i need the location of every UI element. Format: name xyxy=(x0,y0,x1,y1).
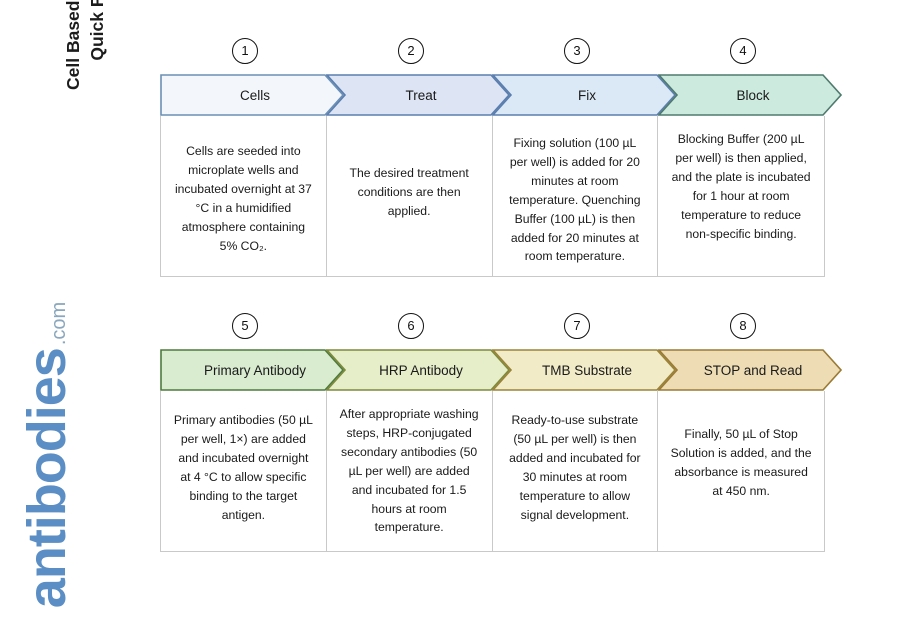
chevron-label-step-4: Block xyxy=(736,87,770,103)
chevron-band-row-1: Cells Treat Fix Block xyxy=(160,74,842,116)
chevron-shape-icon xyxy=(492,349,676,391)
brand-logo-word: antibodies xyxy=(17,348,77,609)
page-title-line-2: Quick Protocol xyxy=(86,0,110,90)
description-cell-step-5: Primary antibodies (50 µL per well, 1×) … xyxy=(161,391,327,551)
description-cell-step-2: The desired treatment conditions are the… xyxy=(327,116,493,276)
chevron-label-step-7: TMB Substrate xyxy=(541,362,633,378)
chevron-step-7[interactable]: TMB Substrate xyxy=(492,349,676,391)
chevron-step-8[interactable]: STOP and Read xyxy=(658,349,842,391)
description-text-step-7: Ready-to-use substrate (50 µL per well) … xyxy=(509,413,641,522)
description-cell-step-4: Blocking Buffer (200 µL per well) is the… xyxy=(658,116,824,276)
description-text-step-3: Fixing solution (100 µL per well) is add… xyxy=(509,136,641,264)
chevron-label-step-1: Cells xyxy=(239,87,270,103)
brand-logo: antibodies .com xyxy=(17,290,100,620)
step-badge-4: 4 xyxy=(730,38,756,64)
chevron-step-4[interactable]: Block xyxy=(658,74,842,116)
chevron-label-step-3: Fix xyxy=(578,87,596,103)
description-text-step-2: The desired treatment conditions are the… xyxy=(349,166,469,218)
step-badge-1: 1 xyxy=(232,38,258,64)
description-cell-step-7: Ready-to-use substrate (50 µL per well) … xyxy=(493,391,659,551)
chevron-shape-icon xyxy=(326,74,510,116)
chevron-shape-icon xyxy=(492,74,676,116)
chevron-shape-icon xyxy=(326,349,510,391)
description-text-step-6: After appropriate washing steps, HRP-con… xyxy=(339,407,479,535)
description-text-step-1: Cells are seeded into microplate wells a… xyxy=(174,144,312,253)
step-badges-row-1: 1 2 3 4 xyxy=(160,36,825,74)
chevron-label-step-5: Primary Antibody xyxy=(203,362,307,378)
chevron-step-2[interactable]: Treat xyxy=(326,74,510,116)
chevron-shape-icon xyxy=(658,349,842,391)
step-badge-5: 5 xyxy=(232,313,258,339)
brand-logo-tld: .com xyxy=(48,301,70,346)
description-cell-step-3: Fixing solution (100 µL per well) is add… xyxy=(493,116,659,276)
step-badge-2: 2 xyxy=(398,38,424,64)
chevron-step-5[interactable]: Primary Antibody xyxy=(160,349,344,391)
page-title: Cell Based ELISA Kits Quick Protocol xyxy=(56,0,116,90)
description-cell-step-1: Cells are seeded into microplate wells a… xyxy=(161,116,327,276)
description-text-step-5: Primary antibodies (50 µL per well, 1×) … xyxy=(173,413,313,522)
page-title-line-1: Cell Based ELISA Kits xyxy=(62,0,86,90)
step-badge-7: 7 xyxy=(564,313,590,339)
chevron-shape-icon xyxy=(160,349,344,391)
description-text-step-8: Finally, 50 µL of Stop Solution is added… xyxy=(670,427,812,498)
step-badges-row-2: 5 6 7 8 xyxy=(160,311,825,349)
protocol-row-2: 5 6 7 8 Primary Antibody HRP Antibody TM… xyxy=(160,311,842,552)
chevron-shape-icon xyxy=(658,74,842,116)
chevron-band-row-2: Primary Antibody HRP Antibody TMB Substr… xyxy=(160,349,842,391)
protocol-row-1: 1 2 3 4 Cells Treat Fix Block xyxy=(160,36,842,277)
step-badge-8: 8 xyxy=(730,313,756,339)
description-cell-step-6: After appropriate washing steps, HRP-con… xyxy=(327,391,493,551)
chevron-label-step-6: HRP Antibody xyxy=(379,362,463,378)
description-text-step-4: Blocking Buffer (200 µL per well) is the… xyxy=(671,132,811,241)
description-cell-step-8: Finally, 50 µL of Stop Solution is added… xyxy=(658,391,824,551)
chevron-label-step-8: STOP and Read xyxy=(703,362,803,378)
chevron-shape-icon xyxy=(160,74,344,116)
chevron-step-6[interactable]: HRP Antibody xyxy=(326,349,510,391)
step-badge-6: 6 xyxy=(398,313,424,339)
step-badge-3: 3 xyxy=(564,38,590,64)
chevron-label-step-2: Treat xyxy=(405,87,437,103)
description-band-row-1: Cells are seeded into microplate wells a… xyxy=(160,116,825,277)
chevron-step-1[interactable]: Cells xyxy=(160,74,344,116)
chevron-step-3[interactable]: Fix xyxy=(492,74,676,116)
description-band-row-2: Primary antibodies (50 µL per well, 1×) … xyxy=(160,391,825,552)
